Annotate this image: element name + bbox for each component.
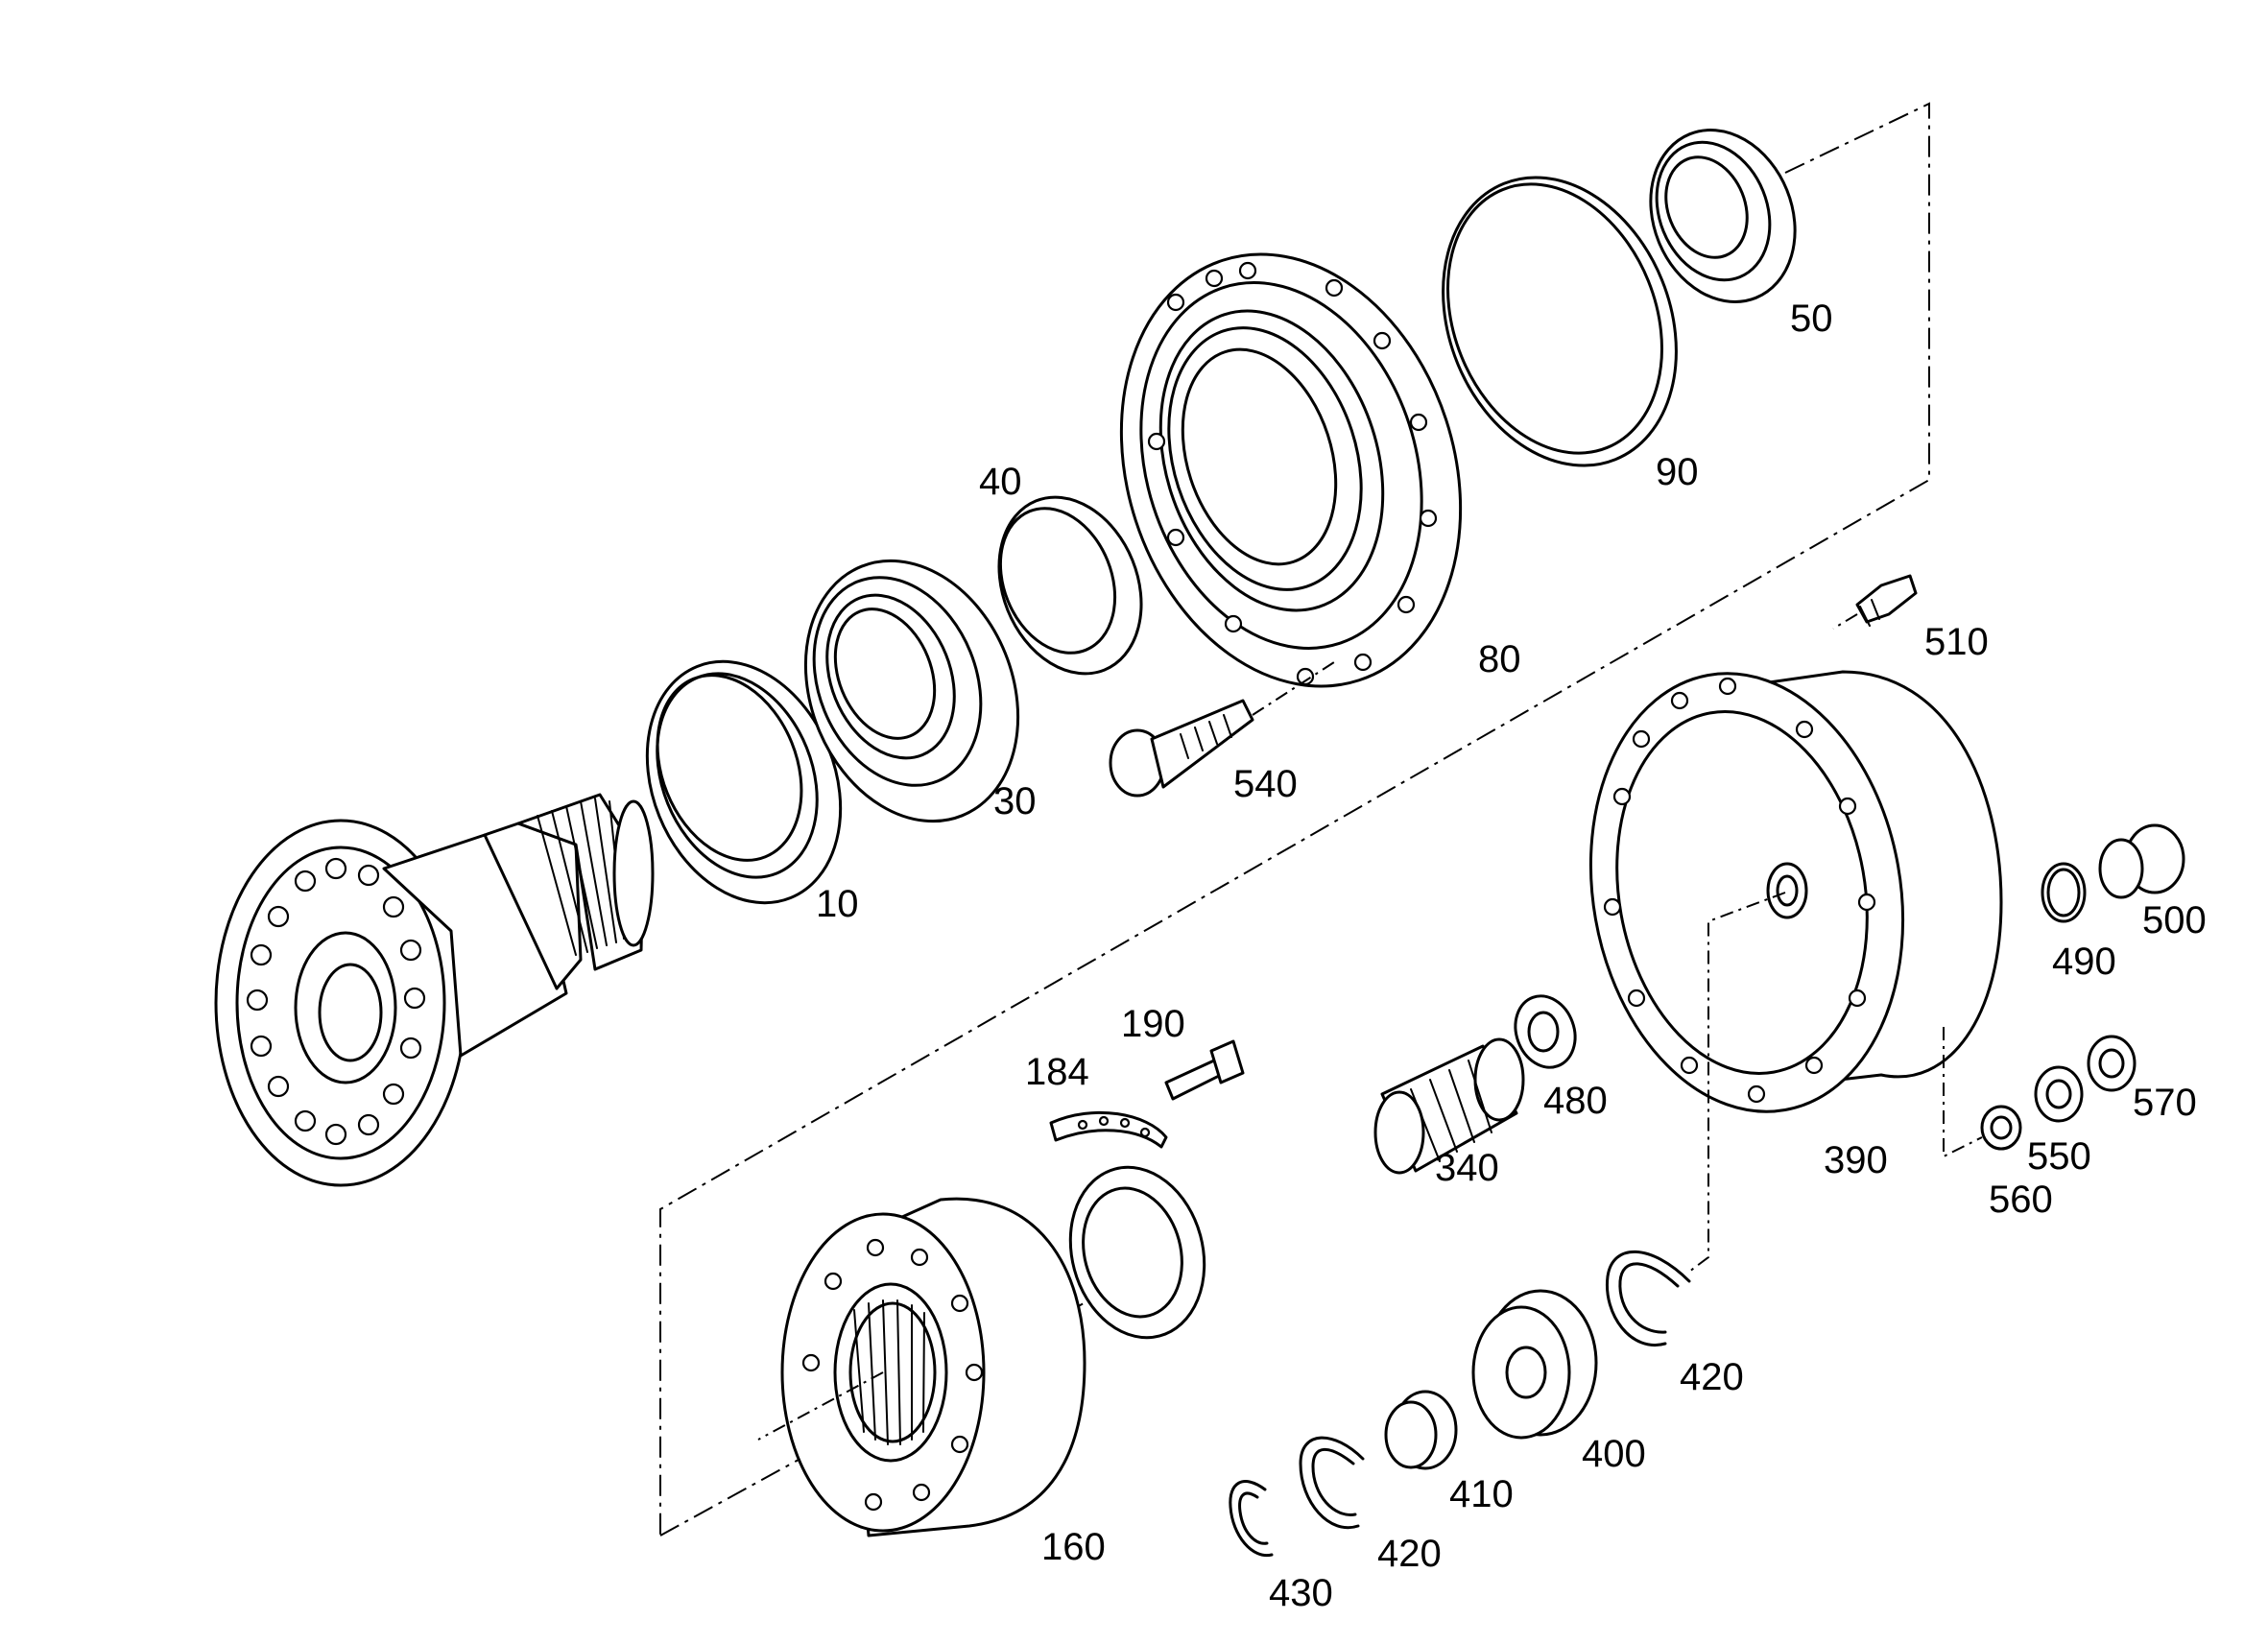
callout-410: 410 [1449, 1473, 1514, 1515]
part-90-o-ring [1442, 176, 1678, 467]
callout-480: 480 [1543, 1080, 1608, 1122]
callout-490: 490 [2052, 941, 2116, 983]
upper-group-outline [659, 102, 1930, 1536]
part-420-snap-ring-lower [1299, 1436, 1365, 1530]
callout-500: 500 [2142, 899, 2207, 941]
part-480-lock-washer [1514, 994, 1577, 1069]
callout-510: 510 [1924, 621, 1989, 663]
callout-10: 10 [816, 883, 859, 925]
axis-line-160 [757, 1371, 884, 1441]
part-550-nut [2034, 1065, 2084, 1123]
part-400-gear [1471, 1289, 1598, 1440]
callout-430: 430 [1269, 1572, 1333, 1614]
slotted-nut [1068, 1165, 1206, 1340]
callout-400: 400 [1582, 1433, 1646, 1475]
part-50-bearing [1649, 129, 1797, 303]
callout-420-upper: 420 [1680, 1356, 1744, 1398]
callout-570: 570 [2133, 1082, 2197, 1124]
part-430-circlip [1229, 1480, 1274, 1558]
part-184-locking-plate [1049, 1110, 1168, 1149]
callout-184: 184 [1025, 1051, 1089, 1093]
callout-80: 80 [1478, 638, 1521, 680]
part-540-bolt [1109, 699, 1254, 798]
part-390-housing [1588, 670, 2003, 1113]
callout-50: 50 [1790, 298, 1833, 340]
part-340-spline-shaft [1373, 1037, 1525, 1175]
callout-160: 160 [1041, 1526, 1106, 1568]
axis-line-510 [1832, 613, 1858, 630]
part-500-plug [2098, 823, 2185, 899]
part-570-nut [2087, 1035, 2137, 1092]
part-560-washer [1980, 1105, 2022, 1151]
part-80-housing-flange [1119, 252, 1463, 688]
callout-390: 390 [1824, 1139, 1888, 1181]
callout-40: 40 [979, 461, 1022, 503]
callout-550: 550 [2027, 1135, 2091, 1178]
part-420-snap-ring-upper [1605, 1250, 1691, 1346]
part-490-ring [2041, 862, 2087, 923]
axis-line-390 [1688, 892, 1786, 1273]
axis-line-540 [1252, 661, 1335, 716]
part-510-screw [1855, 574, 1918, 627]
callout-90: 90 [1656, 451, 1699, 493]
part-30-ball-bearing [803, 559, 1020, 823]
output-flange-shaft [214, 793, 655, 1187]
part-160-gear-carrier [780, 1197, 1086, 1537]
part-190-bolt [1164, 1039, 1245, 1101]
callout-540: 540 [1233, 763, 1298, 805]
callout-190: 190 [1121, 1003, 1185, 1045]
part-410-bearing [1384, 1390, 1458, 1470]
callout-560: 560 [1989, 1179, 2053, 1221]
callout-420-lower: 420 [1377, 1533, 1442, 1575]
part-10-seal-ring [645, 659, 843, 905]
callout-30: 30 [993, 780, 1037, 822]
part-40-ring [997, 495, 1143, 676]
callout-340: 340 [1435, 1147, 1499, 1189]
